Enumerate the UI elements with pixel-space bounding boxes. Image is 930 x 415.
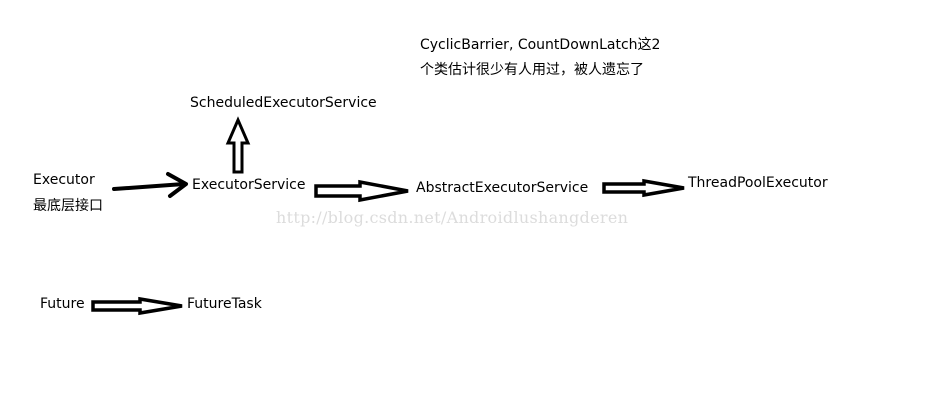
node-scheduled-executor-service: ScheduledExecutorService <box>190 95 377 111</box>
watermark: http://blog.csdn.net/Androidlushangderen <box>276 208 629 227</box>
note-line-1: CyclicBarrier, CountDownLatch这2 <box>420 37 661 53</box>
arrow-executorservice-to-scheduled <box>225 116 251 174</box>
node-future: Future <box>40 296 85 312</box>
node-abstract-executor-service: AbstractExecutorService <box>416 180 589 196</box>
node-executor: Executor <box>33 172 95 188</box>
note-line-2: 个类估计很少有人用过，被人遗忘了 <box>420 62 644 78</box>
node-future-task: FutureTask <box>187 296 262 312</box>
arrow-executor-to-executorservice <box>112 172 188 198</box>
arrow-future-to-futuretask <box>91 296 183 316</box>
node-thread-pool-executor: ThreadPoolExecutor <box>688 175 828 191</box>
node-executor-note: 最底层接口 <box>33 198 103 214</box>
arrow-executorservice-to-abstract <box>314 179 409 203</box>
node-executor-service: ExecutorService <box>192 177 306 193</box>
arrow-abstract-to-threadpool <box>602 178 685 198</box>
